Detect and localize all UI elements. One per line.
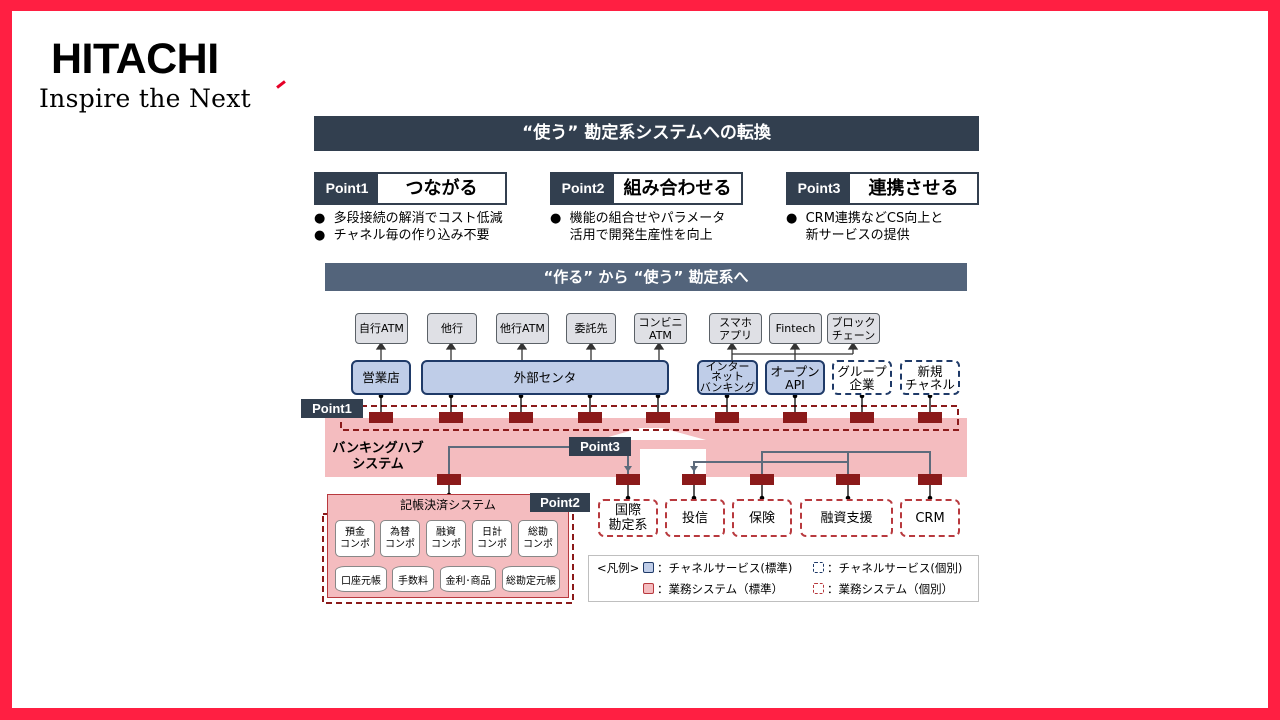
point3-title: 連携させる (868, 178, 959, 199)
legend-swatch-icon (813, 583, 824, 594)
node-own-atm: 自行ATM (355, 313, 408, 344)
bullet-icon: ● (786, 211, 806, 226)
legend-swatch-icon (643, 583, 654, 594)
legend: <凡例> ：チャネルサービス(標準) ：チャネルサービス(個別) ：業務システム… (588, 555, 979, 602)
point1-diagram-tag: Point1 (301, 399, 363, 418)
point1-tag: Point1 (316, 174, 378, 203)
node-convenience-atm: コンビニ ATM (634, 313, 687, 344)
channel-new-channel: 新規 チャネル (900, 360, 960, 395)
logo-brand: HITACHI (51, 35, 219, 83)
node-smartphone-app: スマホ アプリ (709, 313, 762, 344)
system-investment-trust: 投信 (665, 499, 725, 537)
component-exchange: 為替 コンポ (380, 520, 420, 557)
point1-header: Point1 つながる (314, 172, 507, 205)
channel-internet-banking: インター ネット バンキング (697, 360, 758, 395)
legend-item: ：業務システム（標準） (643, 582, 783, 596)
system-loan-support: 融資支援 (800, 499, 893, 537)
system-crm: CRM (900, 499, 960, 537)
component-loan: 融資 コンポ (426, 520, 466, 557)
node-contractor: 委託先 (566, 313, 616, 344)
channel-open-api: オープン API (765, 360, 825, 395)
node-fintech: Fintech (769, 313, 822, 344)
bullet-item: ● 機能の組合せやパラメータ (550, 211, 726, 226)
node-blockchain: ブロック チェーン (827, 313, 880, 344)
point1-title: つながる (405, 178, 478, 199)
channel-external-center: 外部センタ (421, 360, 669, 395)
point3-tag: Point3 (788, 174, 850, 203)
hub-system-label: バンキングハブ システム (332, 441, 424, 472)
legend-swatch-icon (813, 562, 824, 573)
point2-header: Point2 組み合わせる (550, 172, 743, 205)
legend-title: <凡例> (597, 561, 640, 575)
bullet-icon: ● (314, 211, 334, 226)
channel-group-company: グループ 企業 (832, 360, 892, 395)
point1-region (340, 405, 959, 431)
component-daily: 日計 コンポ (472, 520, 512, 557)
point2-bullets: ● 機能の組合せやパラメータ ● 活用で開発生産性を向上 (550, 210, 725, 244)
legend-swatch-icon (643, 562, 654, 573)
ledger-account: 口座元帳 (335, 566, 387, 592)
bullet-item: ● 新サービスの提供 (805, 228, 910, 243)
system-international: 国際 勘定系 (598, 499, 658, 537)
component-general: 総勘 コンポ (518, 520, 558, 557)
ledger-system-title: 記帳決済システム (400, 498, 496, 512)
bullet-item: ● CRM連携などCS向上と (786, 211, 944, 226)
point2-title: 組み合わせる (623, 178, 732, 199)
ledger-fee: 手数料 (392, 566, 434, 592)
ledger-general: 総勘定元帳 (502, 566, 560, 592)
point2-diagram-tag: Point2 (530, 493, 590, 512)
legend-item: ：チャネルサービス(個別) (813, 561, 962, 575)
bullet-icon: ● (550, 211, 570, 226)
component-deposit: 預金 コンポ (335, 520, 375, 557)
bottom-connector-row (437, 474, 942, 485)
system-insurance: 保険 (732, 499, 792, 537)
main-title-bar: “使う” 勘定系システムへの転換 (314, 116, 979, 151)
bullet-item: ● 多段接続の解消でコスト低減 (314, 211, 503, 226)
point3-bullets: ● CRM連携などCS向上と ● 新サービスの提供 (786, 210, 943, 244)
point1-bullets: ● 多段接続の解消でコスト低減 ● チャネル毎の作り込み不要 (314, 210, 503, 244)
point3-diagram-tag: Point3 (569, 437, 631, 456)
point3-arrowheads (624, 466, 698, 472)
node-other-atm: 他行ATM (496, 313, 549, 344)
ledger-interest-product: 金利･商品 (440, 566, 496, 592)
bullet-item: ● 活用で開発生産性を向上 (569, 228, 713, 243)
logo-tagline: Inspire the Next (39, 84, 252, 113)
top-connector-row (369, 412, 942, 423)
legend-item: ：チャネルサービス(標準) (643, 561, 792, 575)
point2-tag: Point2 (552, 174, 614, 203)
channel-connectors (380, 395, 931, 412)
bullet-item: ● チャネル毎の作り込み不要 (314, 228, 490, 243)
legend-item: ：業務システム（個別） (813, 582, 953, 596)
channel-branch: 営業店 (351, 360, 411, 395)
point3-header: Point3 連携させる (786, 172, 979, 205)
upward-arrows (375, 341, 859, 360)
bullet-icon: ● (314, 228, 334, 243)
subtitle-bar: “作る” から “使う” 勘定系へ (325, 263, 967, 291)
node-other-bank: 他行 (427, 313, 477, 344)
